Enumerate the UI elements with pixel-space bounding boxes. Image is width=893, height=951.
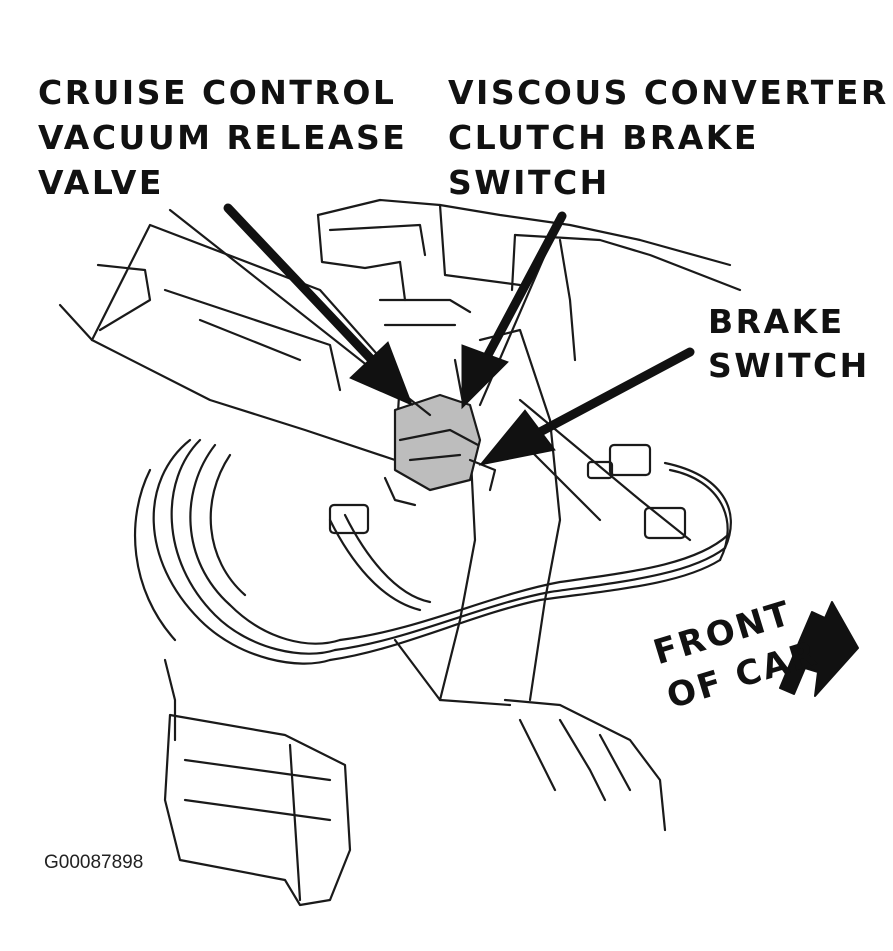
cruise-label-line-1: CRUISE CONTROL bbox=[38, 73, 397, 112]
viscous-switch-pointer-arrow bbox=[461, 211, 567, 410]
viscous-converter-clutch-brake-switch-label: VISCOUS CONVERTER CLUTCH BRAKE SWITCH bbox=[448, 70, 889, 205]
mounting-bracket bbox=[58, 223, 402, 462]
viscous-label-line-3: SWITCH bbox=[448, 163, 610, 202]
cruise-control-vacuum-release-valve-label: CRUISE CONTROL VACUUM RELEASE VALVE bbox=[38, 70, 407, 205]
brake-pedal-pad bbox=[163, 713, 352, 907]
cruise-label-line-3: VALVE bbox=[38, 163, 164, 202]
viscous-label-line-1: VISCOUS CONVERTER bbox=[448, 73, 889, 112]
viscous-label-line-2: CLUTCH BRAKE bbox=[448, 118, 759, 157]
brake-label-line-2: SWITCH bbox=[708, 346, 870, 385]
cruise-label-line-2: VACUUM RELEASE bbox=[38, 118, 408, 157]
brake-label-line-1: BRAKE bbox=[708, 302, 845, 341]
switch-cluster bbox=[383, 393, 497, 507]
brake-switch-pointer-arrow bbox=[478, 347, 695, 466]
figure-id: G00087898 bbox=[44, 852, 144, 873]
floor-panel bbox=[163, 638, 667, 832]
cruise-valve-pointer-arrow bbox=[223, 203, 413, 406]
front-arrow-icon bbox=[779, 601, 859, 697]
brake-switch-label: BRAKE SWITCH bbox=[708, 300, 870, 388]
wire-connectors bbox=[328, 443, 687, 540]
dash-panel-lines bbox=[316, 198, 742, 362]
